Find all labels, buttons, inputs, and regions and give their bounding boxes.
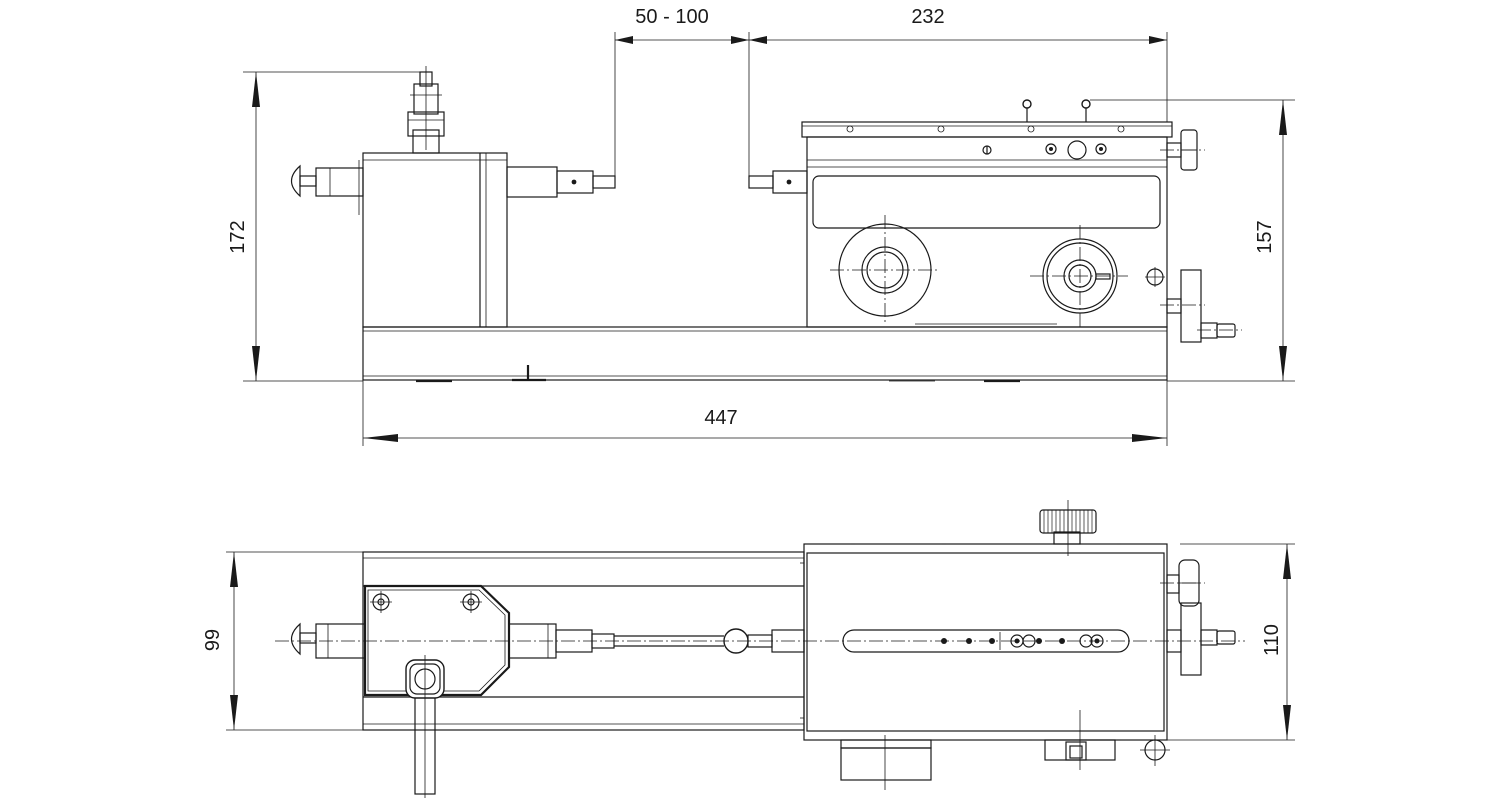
- side-right-spindle: [748, 170, 808, 194]
- side-top-clamp: [407, 66, 445, 154]
- dim-right-height: [1090, 99, 1295, 382]
- dim-top-length: [749, 32, 1168, 122]
- dim-plan-left-width-label: 99: [202, 629, 224, 651]
- side-right-wheel: [1030, 225, 1128, 327]
- plan-view: 99 110: [202, 500, 1295, 798]
- dim-left-height-label: 172: [227, 220, 249, 253]
- side-right-housing: [801, 99, 1173, 328]
- dim-stroke-range-label: 50 - 100: [635, 6, 708, 28]
- dim-stroke-range: [614, 32, 750, 178]
- side-left-spindle: [506, 166, 616, 198]
- side-left-plunger: [290, 164, 364, 198]
- side-upper-handwheel: [1160, 129, 1205, 171]
- plan-knurled-knob: [1039, 500, 1097, 556]
- dim-plan-right-width: [1167, 543, 1295, 741]
- dim-plan-left-width: [226, 551, 363, 731]
- side-left-column: [358, 152, 508, 328]
- dim-base-length: [362, 380, 1168, 446]
- plan-carriage-plate: [363, 584, 511, 697]
- side-base-rail: [362, 326, 1168, 383]
- dim-base-length-label: 447: [704, 407, 737, 429]
- dim-top-length-label: 232: [911, 6, 944, 28]
- side-view: 50 - 100 232 172 157: [227, 6, 1295, 446]
- dim-right-height-label: 157: [1254, 220, 1276, 253]
- dim-plan-right-width-label: 110: [1261, 624, 1283, 656]
- plan-bottom-hub: [840, 735, 932, 790]
- dim-left-height: [243, 71, 420, 382]
- plan-lever-handle: [405, 655, 445, 798]
- plan-bottom-knob: [1044, 710, 1170, 770]
- side-left-wheel: [830, 215, 940, 325]
- plan-side-handwheels: [1160, 559, 1236, 676]
- plan-right-housing: [803, 543, 1168, 741]
- side-lower-handwheel: [1145, 267, 1242, 343]
